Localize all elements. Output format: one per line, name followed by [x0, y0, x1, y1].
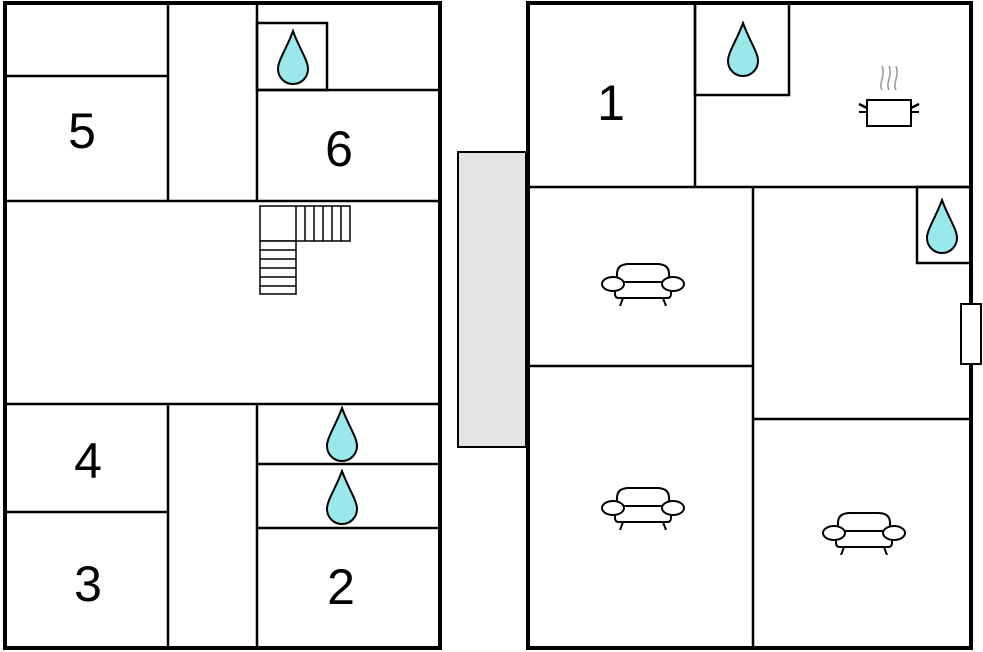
- outbuilding: [457, 151, 527, 448]
- water-drop-icon: [727, 22, 759, 77]
- sofa-icon: [601, 263, 685, 306]
- left-building: [3, 1, 442, 650]
- sofa-icon: [822, 512, 906, 555]
- room-label-1: 1: [597, 75, 625, 131]
- sofa-icon: [601, 487, 685, 530]
- room-label-5: 5: [68, 103, 96, 159]
- cooking-pot-icon: [858, 65, 920, 127]
- staircase-icon: [259, 205, 351, 295]
- room-label-3: 3: [74, 556, 102, 612]
- right-side-door: [960, 303, 982, 365]
- room-label-6: 6: [325, 121, 353, 177]
- water-drop-icon: [326, 407, 358, 462]
- water-drop-icon: [926, 199, 958, 254]
- water-drop-icon: [326, 470, 358, 525]
- water-drop-icon: [277, 30, 309, 85]
- room-label-4: 4: [74, 433, 102, 489]
- room-label-2: 2: [327, 559, 355, 615]
